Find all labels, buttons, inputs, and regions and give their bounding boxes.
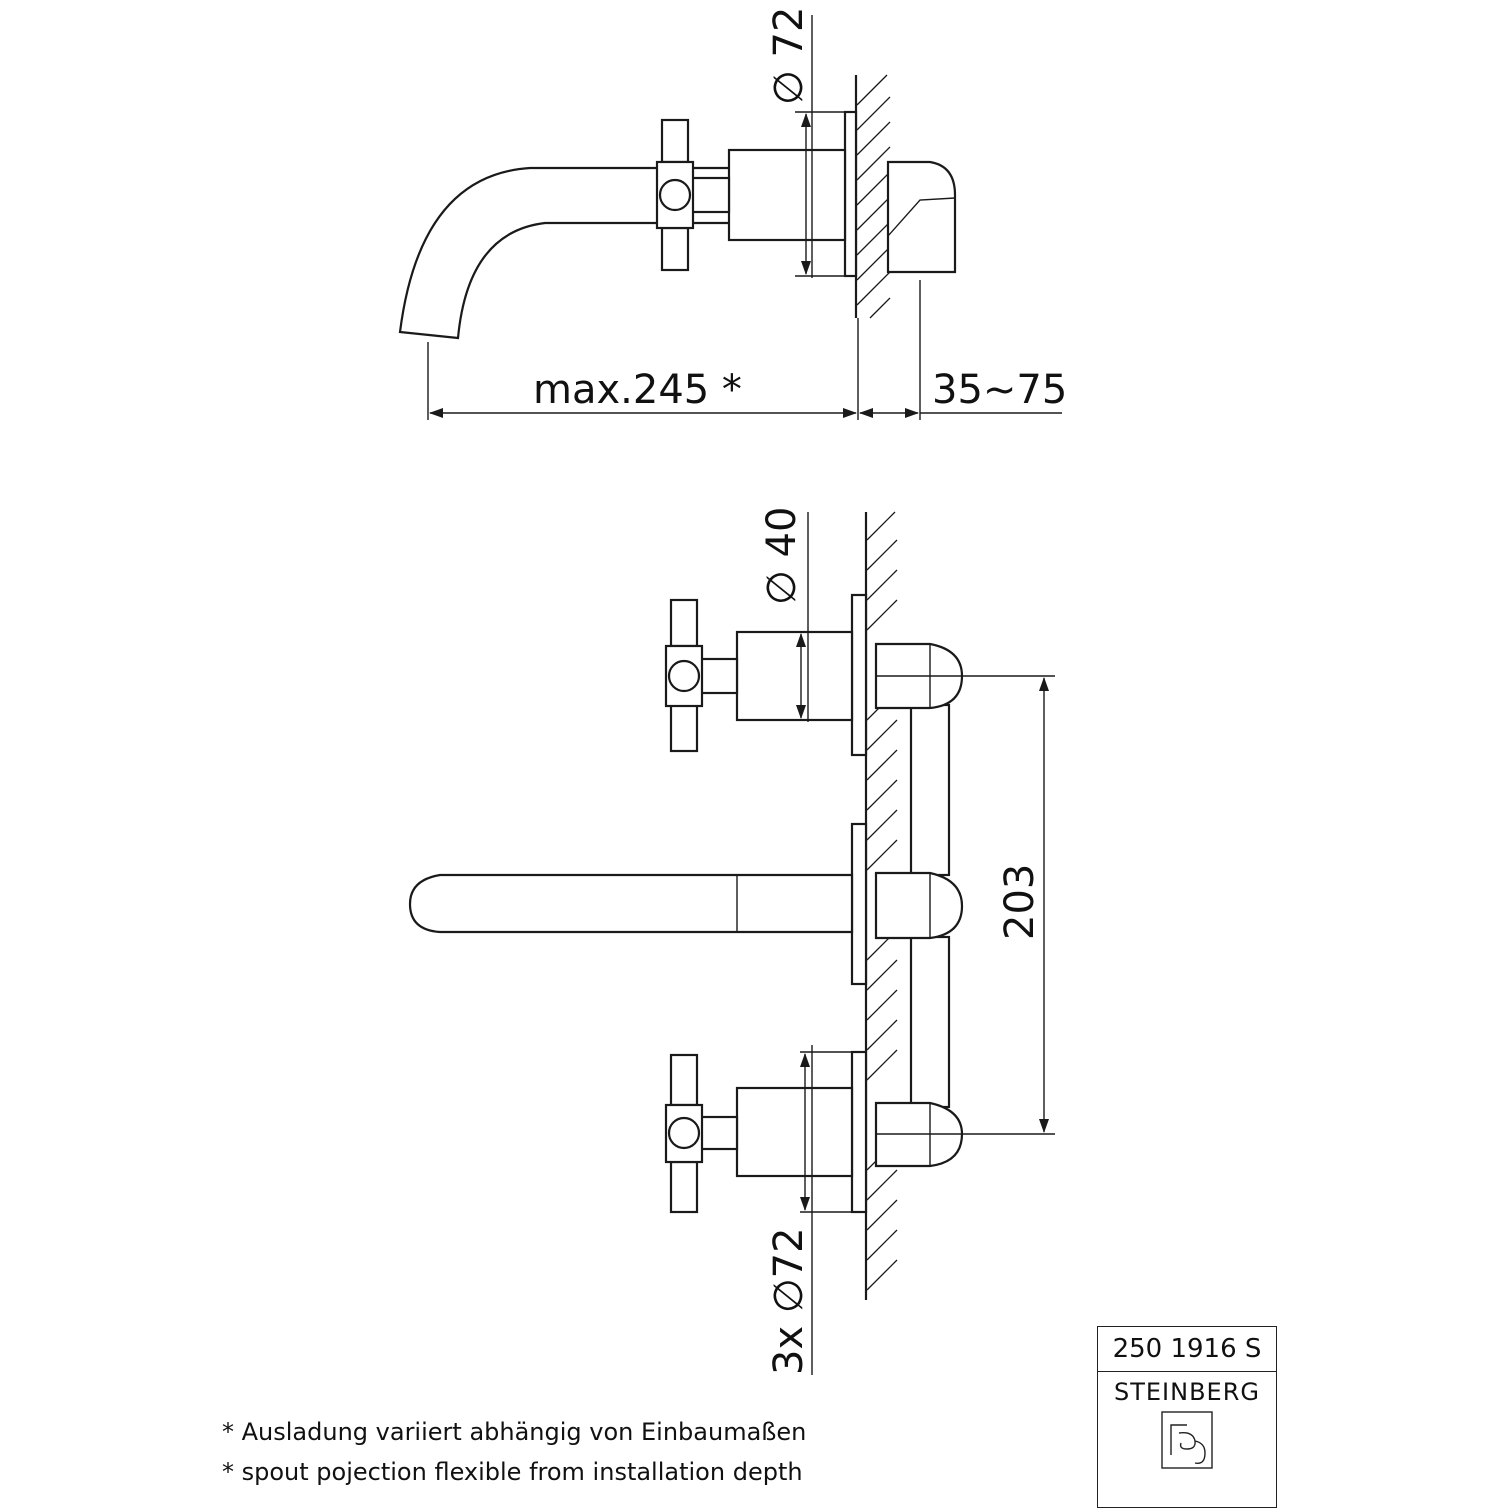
wall-hatch-top (856, 74, 891, 319)
note-german: * Ausladung variiert abhängig von Einbau… (222, 1418, 807, 1446)
spout-front (408, 873, 854, 934)
steinberg-logo-icon (1161, 1411, 1213, 1469)
brand-name: STEINBERG (1114, 1378, 1260, 1406)
cross-handle-bottom (664, 1053, 704, 1214)
dim-projection: max.245 * (533, 367, 742, 413)
dim-spacing: 203 (997, 864, 1043, 940)
rosette-middle (850, 822, 868, 986)
dim-spindle-diameter: ∅ 40 (759, 507, 805, 605)
concealed-pipe-lower (909, 935, 951, 1109)
cross-handle-side (655, 118, 695, 272)
cross-handle-top (664, 598, 704, 753)
concealed-body (886, 160, 957, 274)
front-view: ∅ 40 203 3x ∅72 (408, 507, 1055, 1375)
rosette-top (850, 593, 868, 757)
spout (398, 166, 729, 340)
dim-rosette-diameter: 3x ∅72 (766, 1227, 812, 1375)
note-english: * spout pojection flexible from installa… (222, 1458, 803, 1486)
dim-wall-depth: 35~75 (932, 367, 1067, 413)
title-block: 250 1916 S STEINBERG (1097, 1326, 1277, 1508)
side-view: ∅ 72 max.245 * 35~75 (398, 7, 1067, 420)
spindle-housing-bottom (735, 1086, 854, 1178)
spindle-housing-top (735, 630, 854, 722)
product-code: 250 1916 S (1098, 1327, 1276, 1372)
concealed-pipe-upper (909, 703, 951, 877)
rosette-bottom (850, 1050, 868, 1214)
rosette (843, 110, 858, 278)
spindle-housing (727, 148, 847, 242)
dim-top-diameter: ∅ 72 (766, 7, 812, 105)
